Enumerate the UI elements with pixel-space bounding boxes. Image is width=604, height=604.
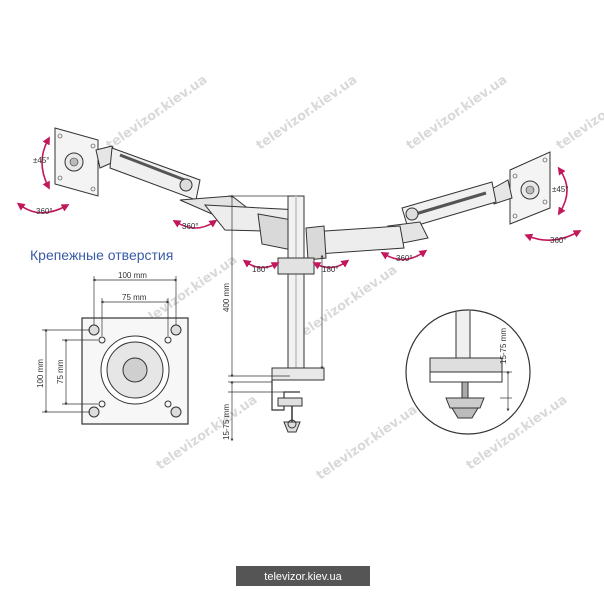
left-swivel-arrow — [16, 202, 70, 214]
left-arm-swivel-arrow — [172, 219, 218, 229]
watermark-text: televizor.kiev.ua — [254, 72, 361, 153]
center-pole — [271, 195, 325, 433]
vesa-outer-height-label: 100 mm — [36, 359, 45, 388]
left-tilt-label: ±45° — [33, 156, 50, 165]
vesa-inner-width-label: 75 mm — [122, 293, 147, 302]
right-base-rotation-label: 180° — [322, 265, 339, 274]
right-tilt-label: ±45° — [552, 185, 569, 194]
left-vesa-plate — [54, 127, 99, 197]
left-base-rotation-arrow — [242, 259, 280, 270]
right-arm-swivel-label: 360° — [396, 254, 413, 263]
footer-banner — [236, 566, 370, 586]
watermark-text: televizor.kiev.ua — [554, 72, 604, 153]
left-base-rotation-label: 180° — [252, 265, 269, 274]
watermark-text: televizor.kiev.ua — [294, 262, 401, 343]
clamp-detail — [405, 309, 531, 435]
right-gas-arm — [305, 179, 513, 261]
right-arm-swivel-arrow — [380, 249, 428, 261]
watermark-text: televizor.kiev.ua — [314, 402, 421, 483]
left-arm-swivel-label: 360° — [182, 222, 199, 231]
detail-clamp-range-label: 15-75 mm — [499, 328, 508, 364]
right-swivel-label: 360° — [550, 236, 567, 245]
left-gas-arm — [95, 145, 301, 251]
left-tilt-arrow — [41, 136, 50, 190]
pole-height-label: 400 mm — [222, 283, 231, 312]
right-vesa-plate — [509, 151, 551, 225]
mounting-holes-heading: Крепежные отверстия — [30, 247, 173, 263]
right-base-rotation-arrow — [312, 259, 350, 270]
left-swivel-label: 360° — [36, 207, 53, 216]
vesa-inner-height-label: 75 mm — [56, 359, 65, 384]
clamp-range-label: 15-75 mm — [222, 404, 231, 440]
footer-site-label[interactable]: televizor.kiev.ua — [264, 571, 342, 583]
watermark-text: televizor.kiev.ua — [404, 72, 511, 153]
right-tilt-arrow — [557, 166, 568, 216]
vesa-pattern-detail — [81, 317, 189, 425]
watermark-text: televizor.kiev.ua — [104, 72, 211, 153]
right-swivel-arrow — [524, 230, 582, 242]
vesa-outer-width-label: 100 mm — [118, 271, 147, 280]
